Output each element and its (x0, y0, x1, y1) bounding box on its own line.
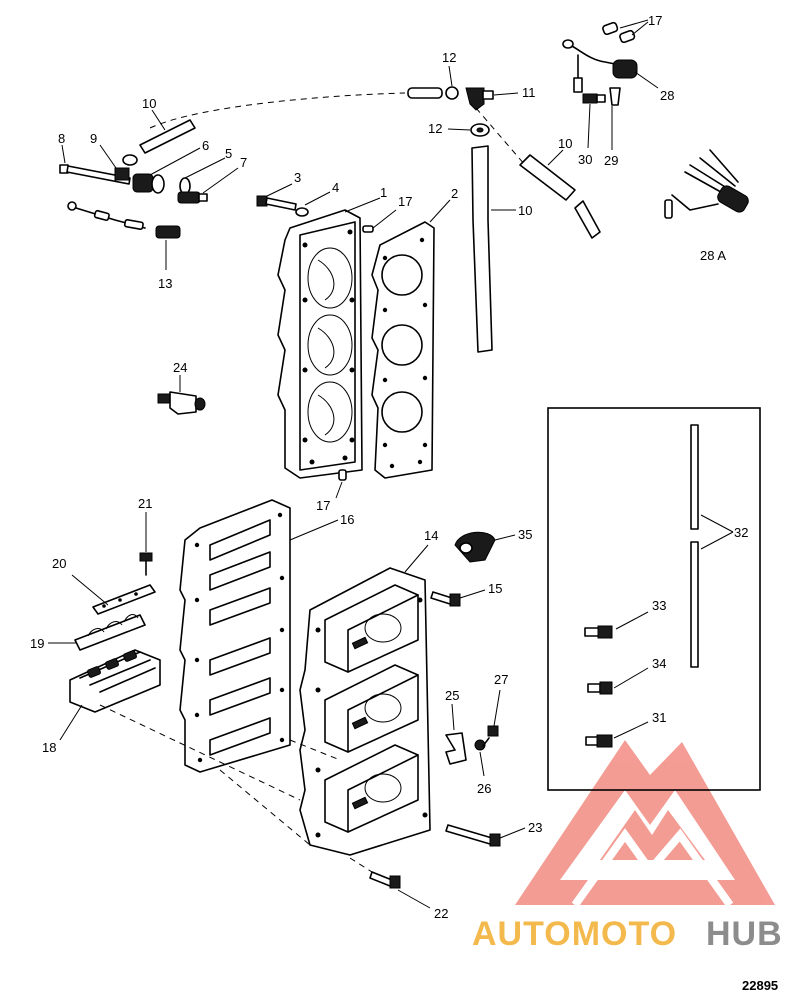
hose-kit-inset-frame (547, 407, 761, 791)
label-17-mid: 17 (398, 194, 412, 209)
part-30-bolt (582, 93, 606, 104)
part-12-clamp-top (407, 86, 459, 100)
part-1-cylinder-head-cover (277, 209, 363, 479)
part-18-reed-block (69, 649, 161, 713)
label-26: 26 (477, 781, 491, 796)
label-7: 7 (240, 155, 247, 170)
part-28-condenser-wire (562, 39, 638, 93)
part-32-tube-lower (690, 541, 699, 668)
label-2: 2 (451, 186, 458, 201)
part-27-screw (482, 725, 499, 747)
part-7-sensor (177, 191, 208, 204)
label-33: 33 (652, 598, 666, 613)
part-13-temperature-sender (67, 201, 181, 239)
part-9-fitting (114, 167, 130, 181)
label-21: 21 (138, 496, 152, 511)
label-6: 6 (202, 138, 209, 153)
label-31: 31 (652, 710, 666, 725)
label-16: 16 (340, 512, 354, 527)
part-33-fitting (584, 625, 613, 639)
label-14: 14 (424, 528, 438, 543)
label-23: 23 (528, 820, 542, 835)
part-10-hose-right (519, 154, 601, 239)
label-3: 3 (294, 170, 301, 185)
label-32: 32 (734, 525, 748, 540)
part-4-washer (295, 207, 309, 217)
part-14-intake-manifold (299, 567, 431, 856)
label-8: 8 (58, 131, 65, 146)
part-23-long-bolt (445, 824, 501, 847)
label-25: 25 (445, 688, 459, 703)
part-22-bolt (369, 871, 401, 889)
part-17-caps-top (602, 21, 636, 44)
part-20-reed-stop (92, 584, 156, 615)
part-21-screw (139, 552, 153, 576)
label-35: 35 (518, 527, 532, 542)
part-17-pin-upper (362, 225, 374, 233)
label-30: 30 (578, 152, 592, 167)
label-1: 1 (380, 185, 387, 200)
part-15-bolt (430, 591, 461, 607)
label-10-mid: 10 (558, 136, 572, 151)
figure-number: 22895 (742, 978, 778, 993)
part-6-o-ring (122, 154, 138, 166)
label-28: 28 (660, 88, 674, 103)
part-25-clamp (445, 732, 467, 765)
part-34-elbow-fitting (587, 681, 613, 695)
part-8-bolt (59, 164, 131, 185)
label-13: 13 (158, 276, 172, 291)
part-10-hose-long (471, 145, 493, 353)
label-9: 9 (90, 131, 97, 146)
part-35-hose-clip (454, 531, 496, 563)
label-20: 20 (52, 556, 66, 571)
label-10-right: 10 (518, 203, 532, 218)
label-5: 5 (225, 146, 232, 161)
label-22: 22 (434, 906, 448, 921)
part-32-tube-upper (690, 424, 699, 530)
watermark-text-automoto: AUTOMOTO (472, 915, 677, 953)
callout-labels: 1 2 3 4 5 6 7 8 9 10 10 10 11 12 12 13 1… (30, 13, 748, 921)
label-19: 19 (30, 636, 44, 651)
label-29: 29 (604, 153, 618, 168)
part-10-hose-left (139, 119, 196, 154)
part-3-bolt (256, 195, 297, 211)
part-12-clamp-lower (470, 123, 490, 137)
watermark-wordmark: AUTOMOTO HUB (472, 915, 783, 953)
label-17-top: 17 (648, 13, 662, 28)
part-19-reed-petals (74, 614, 146, 651)
label-15: 15 (488, 581, 502, 596)
part-11-elbow-fitting (465, 87, 494, 111)
part-28a-wire-harness (664, 149, 749, 219)
label-28a: 28 A (700, 248, 726, 263)
label-34: 34 (652, 656, 666, 671)
watermark-logo (515, 740, 775, 908)
part-31-connector (585, 734, 613, 748)
part-29-terminal (609, 87, 621, 106)
part-16-reed-block-gasket (179, 499, 291, 773)
label-12-lower: 12 (428, 121, 442, 136)
label-18: 18 (42, 740, 56, 755)
label-27: 27 (494, 672, 508, 687)
label-11: 11 (522, 85, 536, 100)
label-17-low: 17 (316, 498, 330, 513)
part-24-sensor (157, 391, 206, 415)
label-12-top: 12 (442, 50, 456, 65)
part-6-thermostat (132, 173, 165, 194)
watermark-text-hub: HUB (706, 915, 783, 953)
part-2-head-gasket (371, 221, 435, 479)
label-24: 24 (173, 360, 187, 375)
label-10-left: 10 (142, 96, 156, 111)
part-17-pin-lower (338, 469, 347, 481)
part-26-washer (474, 739, 486, 751)
label-4: 4 (332, 180, 339, 195)
